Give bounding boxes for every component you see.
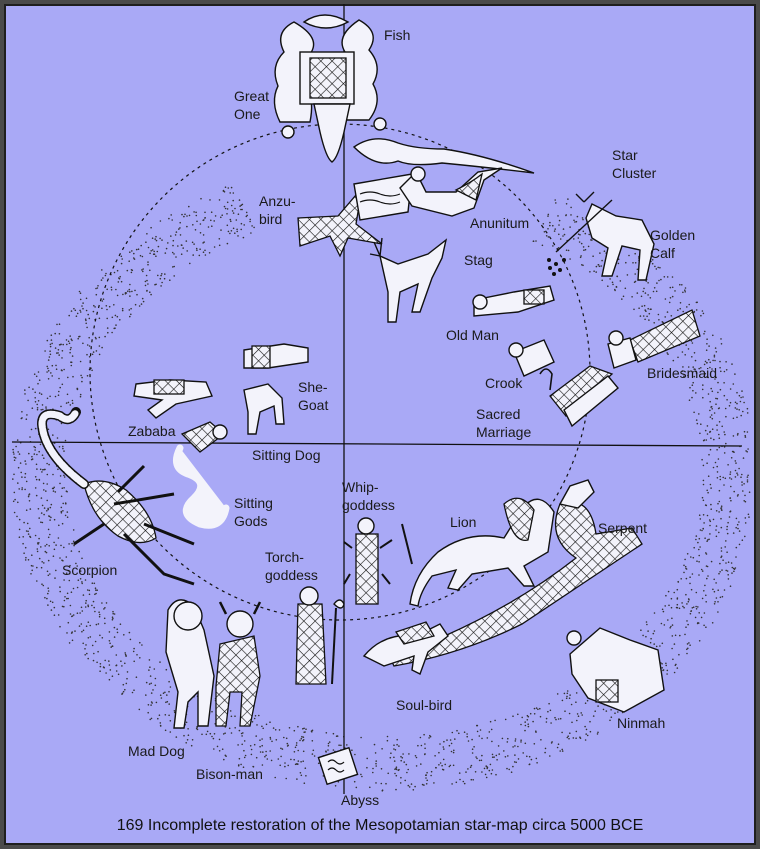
label-she-goat: She-Goat — [298, 379, 329, 413]
bridesmaid-figure — [607, 309, 701, 369]
abyss-figure — [317, 746, 359, 786]
stag-figure — [369, 237, 448, 323]
sacred-marriage-figure — [549, 365, 619, 428]
label-fish: Fish — [384, 27, 411, 43]
label-mad-dog: Mad Dog — [128, 743, 185, 759]
serpent-figure — [389, 479, 643, 667]
label-ninmah: Ninmah — [617, 715, 666, 731]
crook-figure — [508, 339, 555, 391]
label-old-man: Old Man — [446, 327, 499, 343]
scorpion-figure — [36, 407, 195, 586]
label-anunitum: Anunitum — [470, 215, 530, 231]
label-stag: Stag — [464, 252, 493, 268]
label-crook: Crook — [485, 375, 523, 391]
label-lion: Lion — [450, 514, 477, 530]
star-map-illustration — [11, 4, 751, 794]
figure-caption: 169 Incomplete restoration of the Mesopo… — [116, 817, 644, 834]
anzu-bird-figure — [297, 173, 413, 258]
label-anzu-bird: Anzu-bird — [259, 193, 296, 227]
whip-goddess-figure — [343, 517, 413, 605]
horizontal-axis — [11, 441, 743, 447]
label-soul-bird: Soul-bird — [396, 697, 453, 713]
torch-goddess-figure — [295, 586, 345, 685]
mad-dog-figure — [165, 599, 215, 729]
label-zababa: Zababa — [128, 423, 176, 439]
label-bison-man: Bison-man — [196, 766, 263, 782]
soul-bird-figure — [362, 621, 449, 675]
great-one-figure — [273, 14, 387, 163]
lion-figure — [409, 497, 555, 607]
label-torch-goddess: Torch-goddess — [265, 549, 318, 583]
zababa-figure — [133, 379, 213, 419]
label-bridesmaid: Bridesmaid — [647, 365, 718, 381]
label-serpent: Serpent — [598, 520, 648, 536]
label-sitting-dog: Sitting Dog — [252, 447, 321, 463]
she-goat-figure — [243, 343, 309, 435]
label-whip-goddess: Whip-goddess — [342, 479, 395, 513]
ninmah-figure — [566, 627, 665, 713]
label-abyss: Abyss — [341, 792, 380, 808]
golden-calf-figure — [547, 191, 655, 281]
bison-man-figure — [215, 601, 262, 727]
fish-figure — [352, 138, 535, 174]
anunitum-figure — [399, 166, 503, 217]
old-man-figure — [472, 285, 555, 317]
label-scorpion: Scorpion — [62, 562, 118, 578]
sitting-gods-figure — [172, 421, 230, 529]
